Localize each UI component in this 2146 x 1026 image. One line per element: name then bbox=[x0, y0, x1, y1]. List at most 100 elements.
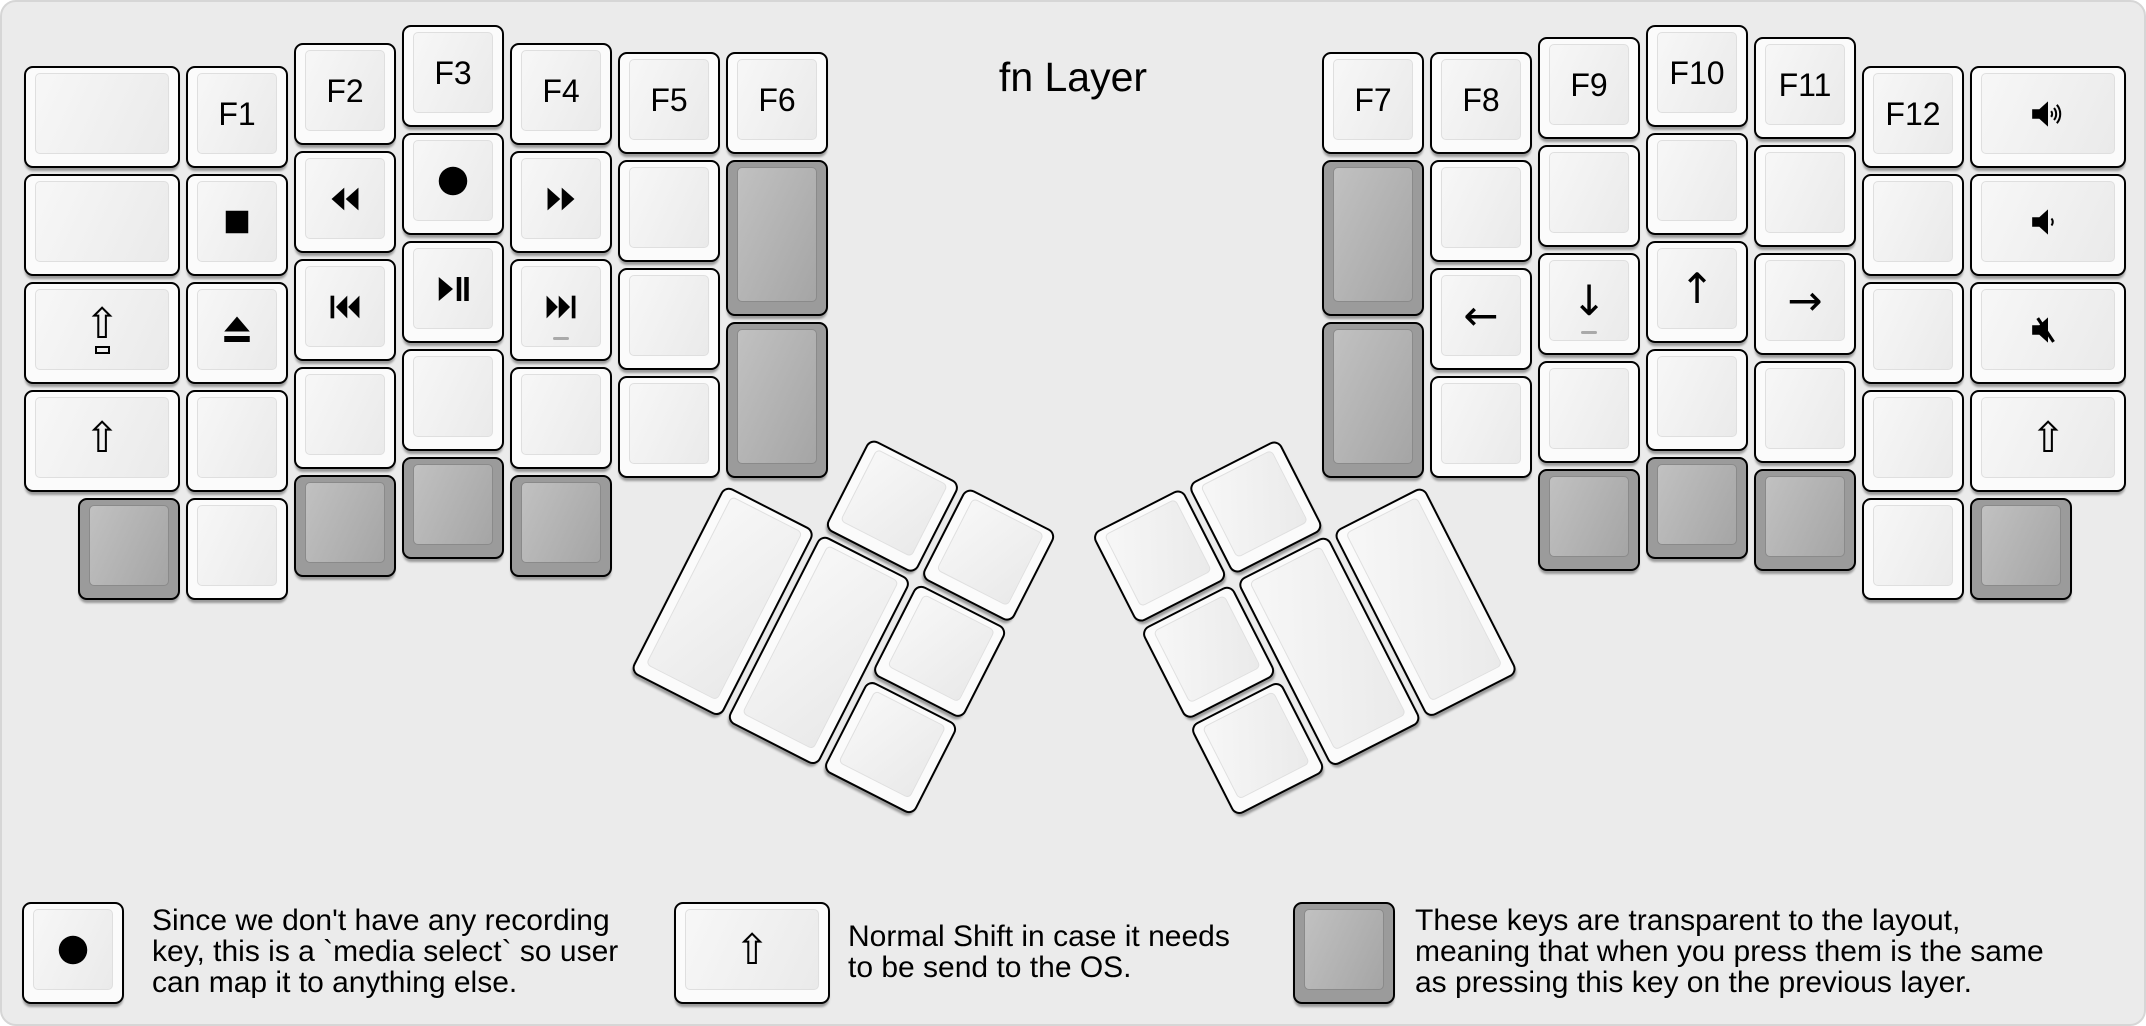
key-arrow-down[interactable]: ↓ bbox=[1538, 253, 1640, 355]
key-f11[interactable]: F11 bbox=[1754, 37, 1856, 139]
key-blank[interactable] bbox=[1646, 349, 1748, 451]
key-f3[interactable]: F3 bbox=[402, 25, 504, 127]
key-media-stop[interactable] bbox=[186, 174, 288, 276]
fast-forward-icon bbox=[542, 182, 580, 216]
key-next-track[interactable] bbox=[510, 259, 612, 361]
key-f8[interactable]: F8 bbox=[1430, 52, 1532, 154]
keytop: F9 bbox=[1549, 44, 1629, 125]
record-icon bbox=[54, 931, 92, 969]
keytop: ← bbox=[1441, 275, 1521, 356]
key-blank[interactable] bbox=[186, 498, 288, 600]
keytop: F4 bbox=[521, 50, 601, 131]
key-f6[interactable]: F6 bbox=[726, 52, 828, 154]
key-blank[interactable] bbox=[1862, 390, 1964, 492]
keytop bbox=[1873, 181, 1953, 262]
key-blank[interactable] bbox=[1430, 160, 1532, 262]
key-blank[interactable] bbox=[1754, 361, 1856, 463]
key-blank[interactable] bbox=[1646, 133, 1748, 235]
key-glyph-arrow-up: ↑ bbox=[1679, 263, 1715, 313]
key-blank[interactable] bbox=[24, 174, 180, 276]
key-transparent[interactable] bbox=[1538, 469, 1640, 571]
key-blank[interactable] bbox=[24, 66, 180, 168]
key-arrow-right[interactable]: → bbox=[1754, 253, 1856, 355]
keytop: F1 bbox=[197, 73, 277, 154]
key-f9[interactable]: F9 bbox=[1538, 37, 1640, 139]
key-label: F3 bbox=[434, 54, 472, 91]
key-blank[interactable] bbox=[618, 268, 720, 370]
key-f7[interactable]: F7 bbox=[1322, 52, 1424, 154]
key-arrow-up[interactable]: ↑ bbox=[1646, 241, 1748, 343]
key-prev-track[interactable] bbox=[294, 259, 396, 361]
key-blank[interactable] bbox=[402, 349, 504, 451]
keytop bbox=[629, 383, 709, 464]
key-f5[interactable]: F5 bbox=[618, 52, 720, 154]
key-play-pause[interactable] bbox=[402, 241, 504, 343]
keytop bbox=[1549, 476, 1629, 557]
key-blank[interactable] bbox=[1754, 145, 1856, 247]
key-eject[interactable] bbox=[186, 282, 288, 384]
keytop bbox=[197, 289, 277, 370]
key-shift-left[interactable]: ⇧ bbox=[24, 390, 180, 492]
keytop bbox=[838, 690, 947, 799]
legend-line: key, this is a `media select` so user bbox=[152, 935, 619, 968]
key-mute[interactable] bbox=[1970, 282, 2126, 384]
key-blank[interactable] bbox=[1862, 498, 1964, 600]
key-label: F11 bbox=[1778, 66, 1832, 103]
key-blank[interactable] bbox=[186, 390, 288, 492]
legend-text-transparent: These keys are transparent to the layout… bbox=[1415, 905, 2044, 998]
key-blank[interactable] bbox=[1862, 174, 1964, 276]
key-record-media-select[interactable] bbox=[402, 133, 504, 235]
key-label: F12 bbox=[1885, 95, 1941, 132]
key-rewind[interactable] bbox=[294, 151, 396, 253]
keytop bbox=[305, 266, 385, 347]
key-volume-down[interactable] bbox=[1970, 174, 2126, 276]
key-transparent[interactable] bbox=[510, 475, 612, 577]
key-transparent[interactable] bbox=[1322, 160, 1424, 316]
key-transparent[interactable] bbox=[1322, 322, 1424, 478]
key-f12[interactable]: F12 bbox=[1862, 66, 1964, 168]
key-transparent[interactable] bbox=[726, 322, 828, 478]
key-fast-forward[interactable] bbox=[510, 151, 612, 253]
key-transparent[interactable] bbox=[402, 457, 504, 559]
key-label: F10 bbox=[1669, 54, 1725, 91]
key-glyph-shift-left: ⇧ bbox=[84, 412, 120, 462]
key-blank[interactable] bbox=[1538, 145, 1640, 247]
key-blank[interactable] bbox=[1430, 376, 1532, 478]
key-blank[interactable] bbox=[618, 376, 720, 478]
key-transparent[interactable] bbox=[294, 475, 396, 577]
key-glyph-arrow-right: → bbox=[1787, 275, 1823, 325]
key-blank[interactable] bbox=[1862, 282, 1964, 384]
key-transparent[interactable] bbox=[1754, 469, 1856, 571]
key-shift-sample: ⇧ bbox=[674, 902, 830, 1004]
keytop: ↓ bbox=[1549, 260, 1629, 341]
next-track-icon bbox=[541, 290, 581, 324]
key-shift-right[interactable]: ⇧ bbox=[1970, 390, 2126, 492]
key-arrow-left[interactable]: ← bbox=[1430, 268, 1532, 370]
key-blank[interactable] bbox=[1538, 361, 1640, 463]
keytop bbox=[1152, 594, 1262, 704]
key-f1[interactable]: F1 bbox=[186, 66, 288, 168]
key-transparent[interactable] bbox=[78, 498, 180, 600]
key-transparent[interactable] bbox=[1646, 457, 1748, 559]
keytop bbox=[1549, 368, 1629, 449]
key-label: F4 bbox=[542, 72, 580, 109]
key-volume-up[interactable] bbox=[1970, 66, 2126, 168]
key-blank[interactable] bbox=[510, 367, 612, 469]
key-transparent[interactable] bbox=[1970, 498, 2072, 600]
key-caps-lock[interactable]: ⇧ bbox=[24, 282, 180, 384]
keytop bbox=[887, 593, 996, 703]
key-f10[interactable]: F10 bbox=[1646, 25, 1748, 127]
key-blank[interactable] bbox=[618, 160, 720, 262]
rewind-icon bbox=[326, 182, 364, 216]
keytop bbox=[1981, 181, 2115, 262]
key-f2[interactable]: F2 bbox=[294, 43, 396, 145]
key-record-sample bbox=[22, 902, 124, 1004]
keytop bbox=[629, 167, 709, 248]
key-blank[interactable] bbox=[294, 367, 396, 469]
key-f4[interactable]: F4 bbox=[510, 43, 612, 145]
keytop bbox=[839, 448, 949, 558]
keytop bbox=[197, 181, 277, 262]
key-transparent[interactable] bbox=[726, 160, 828, 316]
